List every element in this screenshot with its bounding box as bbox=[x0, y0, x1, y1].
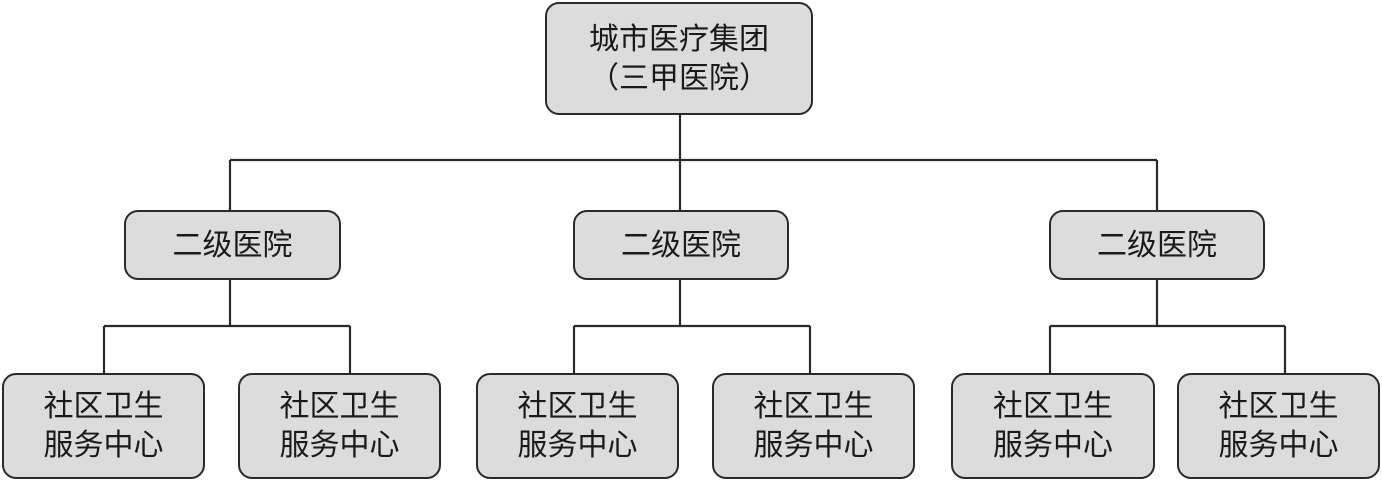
root-node: 城市医疗集团 （三甲医院） bbox=[545, 2, 813, 115]
leaf-node-line2: 服务中心 bbox=[43, 428, 164, 463]
leaf-node-3-2: 社区卫生 服务中心 bbox=[1177, 373, 1380, 479]
branch-node-3: 二级医院 bbox=[1049, 210, 1265, 280]
leaf-node-line1: 社区卫生 bbox=[753, 389, 874, 424]
root-node-subtitle: （三甲医院） bbox=[589, 60, 769, 96]
root-node-title: 城市医疗集团 bbox=[589, 21, 769, 57]
leaf-node-line1: 社区卫生 bbox=[279, 389, 400, 424]
leaf-node-line1: 社区卫生 bbox=[517, 389, 638, 424]
leaf-node-2-1: 社区卫生 服务中心 bbox=[476, 373, 679, 479]
leaf-node-line2: 服务中心 bbox=[753, 428, 874, 463]
leaf-node-1-2: 社区卫生 服务中心 bbox=[238, 373, 441, 479]
leaf-node-1-1: 社区卫生 服务中心 bbox=[2, 373, 205, 479]
leaf-node-line2: 服务中心 bbox=[1218, 428, 1339, 463]
leaf-node-line2: 服务中心 bbox=[279, 428, 400, 463]
leaf-node-line2: 服务中心 bbox=[993, 428, 1113, 463]
leaf-node-2-2: 社区卫生 服务中心 bbox=[712, 373, 915, 479]
branch-node-label: 二级医院 bbox=[621, 227, 741, 263]
branch-node-label: 二级医院 bbox=[1097, 227, 1217, 263]
leaf-node-line1: 社区卫生 bbox=[993, 389, 1113, 424]
branch-node-1: 二级医院 bbox=[124, 210, 341, 280]
branch-node-2: 二级医院 bbox=[573, 210, 789, 280]
leaf-node-line2: 服务中心 bbox=[517, 428, 638, 463]
leaf-node-line1: 社区卫生 bbox=[1218, 389, 1339, 424]
branch-node-label: 二级医院 bbox=[172, 227, 293, 263]
leaf-node-line1: 社区卫生 bbox=[43, 389, 164, 424]
leaf-node-3-1: 社区卫生 服务中心 bbox=[951, 373, 1155, 479]
